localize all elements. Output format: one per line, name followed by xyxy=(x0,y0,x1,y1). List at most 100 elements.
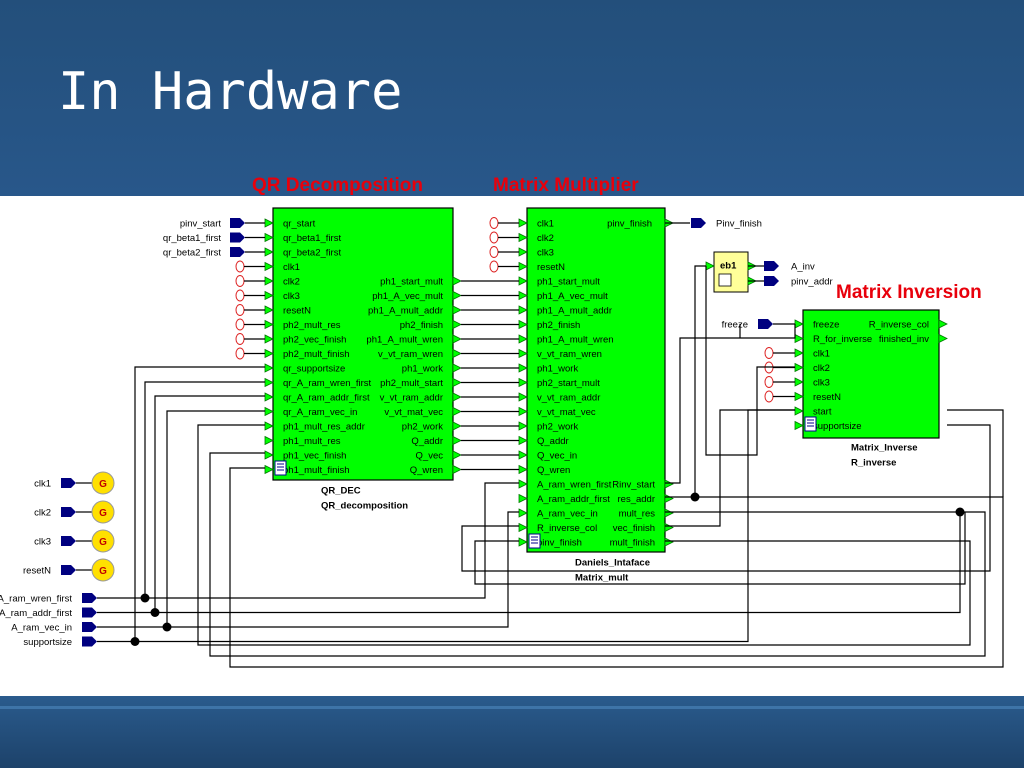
unconnected-pin xyxy=(235,347,245,360)
pin-triangle xyxy=(518,348,528,359)
input-label: qr_beta1_first xyxy=(163,233,221,244)
port-label: ph1_A_mult_wren xyxy=(366,335,443,346)
pin-triangle xyxy=(518,450,528,460)
unconnected-pin xyxy=(235,333,245,345)
footer-band xyxy=(0,696,1024,768)
clock-generator-glyph: G xyxy=(99,508,107,519)
input-port-flag xyxy=(61,507,76,517)
port-label: clk3 xyxy=(813,378,830,389)
pin-triangle xyxy=(452,305,462,315)
pin-triangle xyxy=(518,493,528,504)
pin-triangle xyxy=(938,333,948,344)
wire xyxy=(209,452,986,657)
port-label: qr_A_ram_wren_first xyxy=(283,378,372,389)
matrix-multiplier-label: Matrix Multiplier xyxy=(493,175,639,196)
input-port-flag xyxy=(61,536,76,546)
qr-decomposition-label: QR Decomposition xyxy=(252,175,424,196)
clock-generator-glyph: G xyxy=(99,479,107,490)
symbol-icon xyxy=(804,416,817,432)
pin-triangle xyxy=(452,290,462,301)
input-port-flag xyxy=(230,247,245,257)
block-instance: QR_decomposition xyxy=(321,501,408,512)
pin-triangle xyxy=(452,377,462,388)
clock-generator-glyph: G xyxy=(99,566,107,577)
pin-triangle xyxy=(518,247,528,257)
input-label: qr_beta2_first xyxy=(163,248,221,259)
wire xyxy=(197,424,971,646)
wire xyxy=(97,381,265,599)
output-label: A_inv xyxy=(791,262,815,273)
pin-triangle xyxy=(264,305,274,315)
pin-triangle xyxy=(518,479,528,489)
input-label: freeze xyxy=(722,320,748,331)
symbol-icon xyxy=(528,533,541,549)
port-label: ph2_start_mult xyxy=(537,378,600,389)
port-label: qr_beta1_first xyxy=(283,233,341,244)
pin-triangle xyxy=(264,334,274,344)
port-label: A_ram_wren_first xyxy=(537,480,612,491)
pin-triangle xyxy=(264,247,274,257)
port-label: Q_vec_in xyxy=(537,451,577,462)
port-label: resetN xyxy=(283,306,311,317)
pin-triangle xyxy=(518,334,528,344)
port-label: clk3 xyxy=(283,291,300,302)
unconnected-pin xyxy=(489,217,499,229)
pin-triangle xyxy=(518,261,528,272)
pin-triangle xyxy=(518,406,528,417)
port-label: v_vt_mat_vec xyxy=(384,407,443,418)
matrix-inversion-label: Matrix Inversion xyxy=(836,282,982,303)
port-label: ph1_work xyxy=(402,364,443,375)
port-label: ph1_A_vec_mult xyxy=(372,291,443,302)
block-instance: R_inverse xyxy=(851,458,896,469)
port-label: v_vt_ram_addr xyxy=(537,393,600,404)
pin-triangle xyxy=(264,435,274,446)
output-label: pinv_addr xyxy=(791,277,833,288)
port-label: v_vt_ram_wren xyxy=(537,349,602,360)
input-label: A_ram_vec_in xyxy=(11,623,72,634)
pin-triangle xyxy=(705,261,715,271)
block-name: Matrix_Inverse xyxy=(851,443,918,454)
pin-triangle xyxy=(452,464,462,475)
unconnected-pin xyxy=(489,260,499,273)
pin-triangle xyxy=(518,377,528,388)
port-label: v_vt_ram_addr xyxy=(380,393,443,404)
port-label: vec_finish xyxy=(613,523,655,534)
unconnected-pin xyxy=(235,318,245,331)
pin-triangle xyxy=(264,450,274,460)
port-label: ph1_A_vec_mult xyxy=(537,291,608,302)
port-label: clk2 xyxy=(283,277,300,288)
port-label: Q_wren xyxy=(537,465,570,476)
output-label: Pinv_finish xyxy=(716,219,762,230)
port-label: mult_finish xyxy=(610,538,655,549)
port-label: mult_res xyxy=(619,509,656,520)
port-label: clk2 xyxy=(537,233,554,244)
block-name: Daniels_Intaface xyxy=(575,558,650,569)
input-label: supportsize xyxy=(23,637,72,648)
input-port-flag xyxy=(82,636,97,647)
unconnected-pin xyxy=(235,275,245,287)
unconnected-pin xyxy=(764,347,774,359)
port-label: Q_wren xyxy=(410,465,443,476)
pin-triangle xyxy=(794,348,804,358)
pin-triangle xyxy=(452,406,462,417)
port-label: ph2_mult_finish xyxy=(283,349,350,360)
port-label: Q_addr xyxy=(537,436,569,447)
pin-triangle xyxy=(518,435,528,446)
input-port-flag xyxy=(758,319,773,329)
port-label: clk1 xyxy=(537,219,554,230)
pin-triangle xyxy=(452,435,462,446)
schematic-diagram: qr_startqr_beta1_firstqr_beta2_firstclk1… xyxy=(0,207,1004,668)
pin-triangle xyxy=(264,363,274,373)
pin-triangle xyxy=(264,261,274,272)
wire xyxy=(665,409,795,527)
unconnected-pin xyxy=(235,304,245,316)
pin-triangle xyxy=(664,493,674,504)
pin-triangle xyxy=(518,305,528,315)
port-label: ph1_vec_finish xyxy=(283,451,346,462)
wire xyxy=(167,511,519,628)
port-label: ph1_mult_finish xyxy=(283,465,350,476)
input-port-flag xyxy=(82,607,97,618)
pin-triangle xyxy=(794,420,804,431)
wire xyxy=(155,512,961,614)
